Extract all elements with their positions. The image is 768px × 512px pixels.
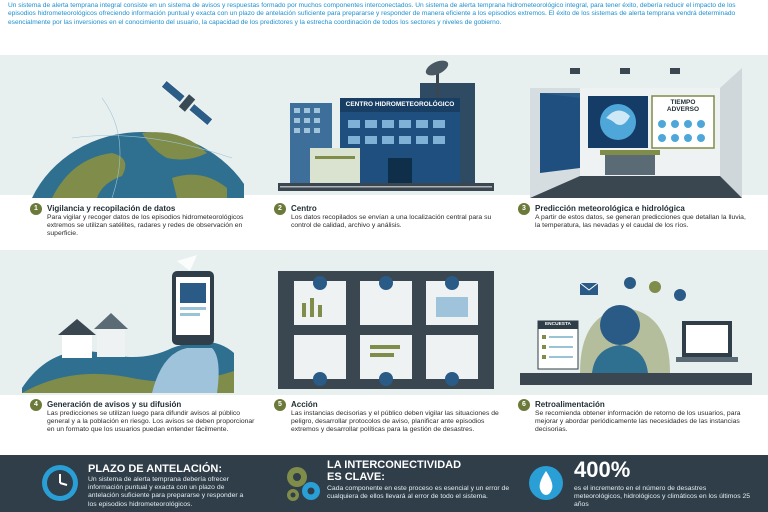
footer-lead-time: PLAZO DE ANTELACIÓN: Un sistema de alert… (0, 455, 256, 512)
water-drop-icon (529, 466, 563, 500)
connectivity-text: Cada componente en este proceso es esenc… (327, 485, 510, 501)
lead-time-title: PLAZO DE ANTELACIÓN: (88, 463, 223, 475)
step-5-title: Acción (291, 400, 318, 409)
illustration-feedback: ENCUESTA (520, 253, 752, 398)
survey-form-icon (537, 320, 579, 370)
laptop-icon (676, 321, 738, 362)
step-1-title: Vigilancia y recopilación de datos (47, 204, 176, 213)
gears-icon (287, 467, 320, 501)
illustration-observation (12, 58, 244, 198)
survey-sign-label: ENCUESTA (544, 322, 572, 327)
step-6-title: Retroalimentación (535, 400, 605, 409)
step-2-title: Centro (291, 204, 317, 213)
step-3-number: 3 (518, 203, 530, 215)
step-1-number: 1 (30, 203, 42, 215)
step-1-text: Para vigilar y recoger datos de los epis… (47, 214, 244, 238)
step-6-number: 6 (518, 399, 530, 411)
meeting-table-icon (294, 281, 478, 379)
satellite-icon (161, 80, 213, 126)
step-4-number: 4 (30, 399, 42, 411)
step-3-text: A partir de estos datos, se generan pred… (535, 214, 746, 230)
illustration-center: CENTRO HIDROMETEOROLÓGICO (270, 58, 502, 198)
step-5-text: Las instancias decisorias y el público d… (291, 410, 499, 434)
illustration-warnings (12, 253, 244, 398)
connectivity-title-2: ES CLAVE: (327, 471, 385, 483)
lead-time-text: Un sistema de alerta temprana debería of… (88, 476, 244, 508)
connectivity-title-1: LA INTERCONECTIVIDAD (327, 459, 462, 471)
footer-banner: PLAZO DE ANTELACIÓN: Un sistema de alert… (0, 455, 768, 512)
step-6-text: Se recomienda obtener información de ret… (535, 410, 741, 434)
illustration-forecast: TIEMPO ADVERSO (520, 58, 752, 198)
center-sign-label: CENTRO HIDROMETEOROLÓGICO (345, 101, 455, 108)
stat-value: 400% (574, 457, 631, 482)
step-4-text: Las predicciones se utilizan luego para … (47, 410, 255, 434)
step-5-number: 5 (274, 399, 286, 411)
footer-stat: 400% es el incremento en el número de de… (528, 455, 768, 512)
step-2-text: Los datos recopilados se envían a una lo… (291, 214, 492, 230)
stat-text: es el incremento en el número de desastr… (574, 485, 751, 509)
mobile-phone-icon (172, 271, 214, 345)
satellite-dish-icon (425, 60, 449, 98)
step-4-title: Generación de avisos y su difusión (47, 400, 182, 409)
step-3-title: Predicción meteorológica e hidrológica (535, 204, 685, 213)
screen-sign-label: TIEMPO ADVERSO (666, 99, 700, 113)
person-avatar-icon (600, 305, 640, 345)
intro-paragraph: Un sistema de alerta temprana integral c… (8, 2, 736, 26)
step-2-number: 2 (274, 203, 286, 215)
clock-gear-icon (42, 465, 78, 501)
illustration-action (270, 253, 502, 398)
footer-connectivity: LA INTERCONECTIVIDAD ES CLAVE: Cada comp… (283, 455, 523, 512)
